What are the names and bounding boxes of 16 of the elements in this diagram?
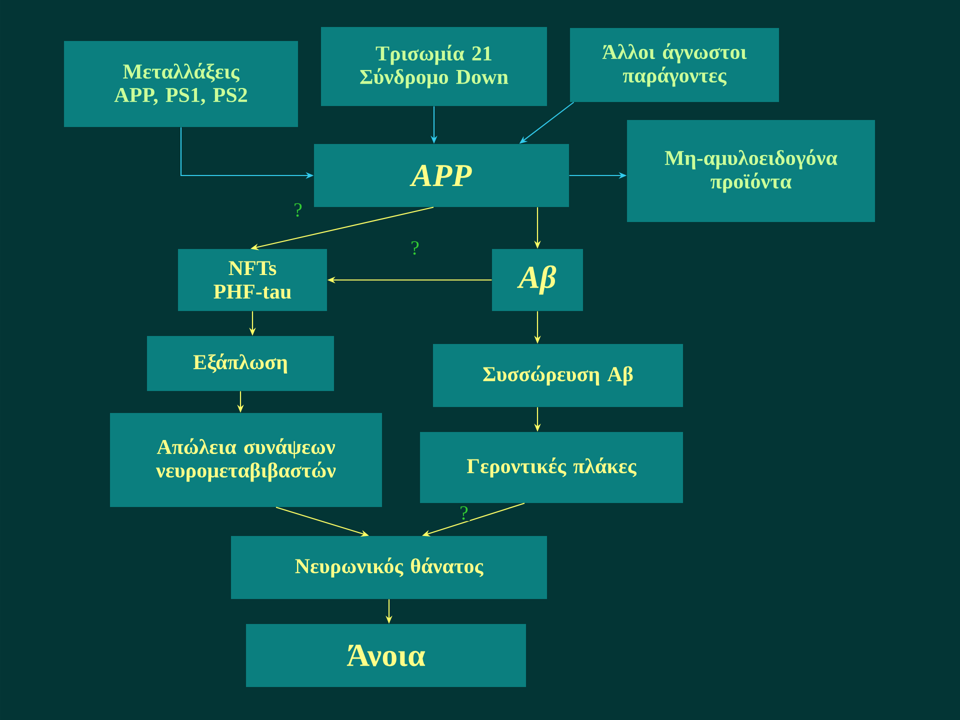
process-box: Τρισωμία 21 Σύνδρομο Down xyxy=(321,27,547,106)
process-box: Συσσώρευση Αβ xyxy=(433,344,683,407)
process-box: APP xyxy=(314,144,569,207)
process-box: NFTs PHF-tau xyxy=(178,249,327,311)
process-box: Απώλεια συνάψεων νευρομεταβιβαστών xyxy=(110,413,382,507)
process-box: Μη-αμυλοειδογόνα προϊόντα xyxy=(627,120,875,222)
process-box: Aβ xyxy=(492,249,583,311)
process-box: Εξάπλωση xyxy=(147,336,334,391)
process-box: Νευρωνικός θάνατος xyxy=(231,536,547,599)
process-box: Μεταλλάξεις APP, PS1, PS2 xyxy=(64,41,298,127)
edge-label: ? xyxy=(409,240,421,256)
process-box: Άλλοι άγνωστοι παράγοντες xyxy=(570,28,779,102)
edge-label: ? xyxy=(458,504,470,522)
edge-label: ? xyxy=(292,202,304,218)
process-box: Άνοια xyxy=(246,624,526,687)
process-box: Γεροντικές πλάκες xyxy=(420,432,683,503)
